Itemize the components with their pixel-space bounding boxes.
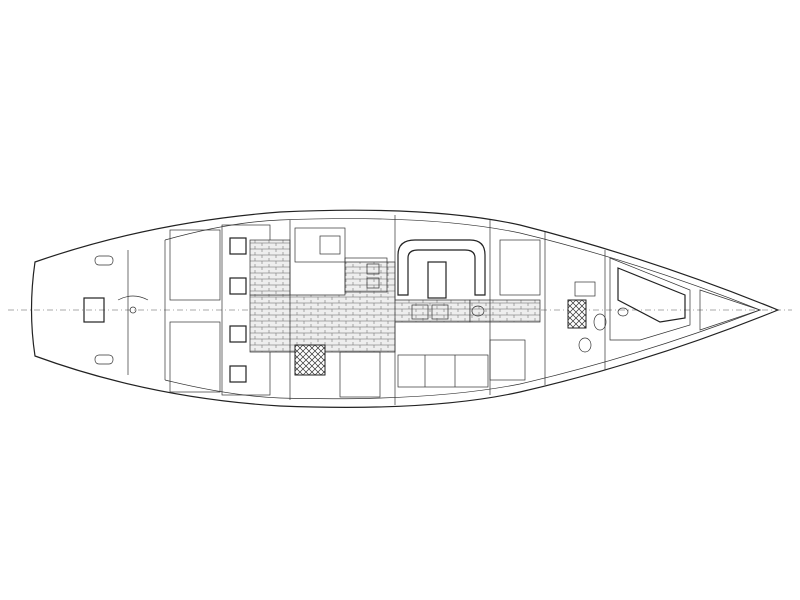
sink xyxy=(366,263,380,275)
stove xyxy=(319,235,341,255)
binnacle xyxy=(129,306,137,314)
nav-station xyxy=(339,351,381,398)
saloon-settee xyxy=(397,239,486,296)
cockpit-hatch xyxy=(83,297,105,323)
galley-counter xyxy=(344,257,388,293)
hull-outline xyxy=(30,209,780,408)
forward-cabin xyxy=(499,239,541,296)
aft-cabin-starboard xyxy=(169,321,221,393)
seat xyxy=(229,237,247,255)
shower xyxy=(567,299,587,329)
saloon-table xyxy=(427,261,447,299)
aft-cabin-port xyxy=(169,229,221,301)
engine-hatch xyxy=(294,344,326,376)
port-winch xyxy=(94,255,114,266)
starboard-settee xyxy=(397,354,489,388)
forepeak xyxy=(609,257,691,341)
toilet xyxy=(593,313,607,331)
starboard-winch xyxy=(94,354,114,365)
sail-locker-hatch xyxy=(617,267,686,323)
galley xyxy=(294,227,346,263)
